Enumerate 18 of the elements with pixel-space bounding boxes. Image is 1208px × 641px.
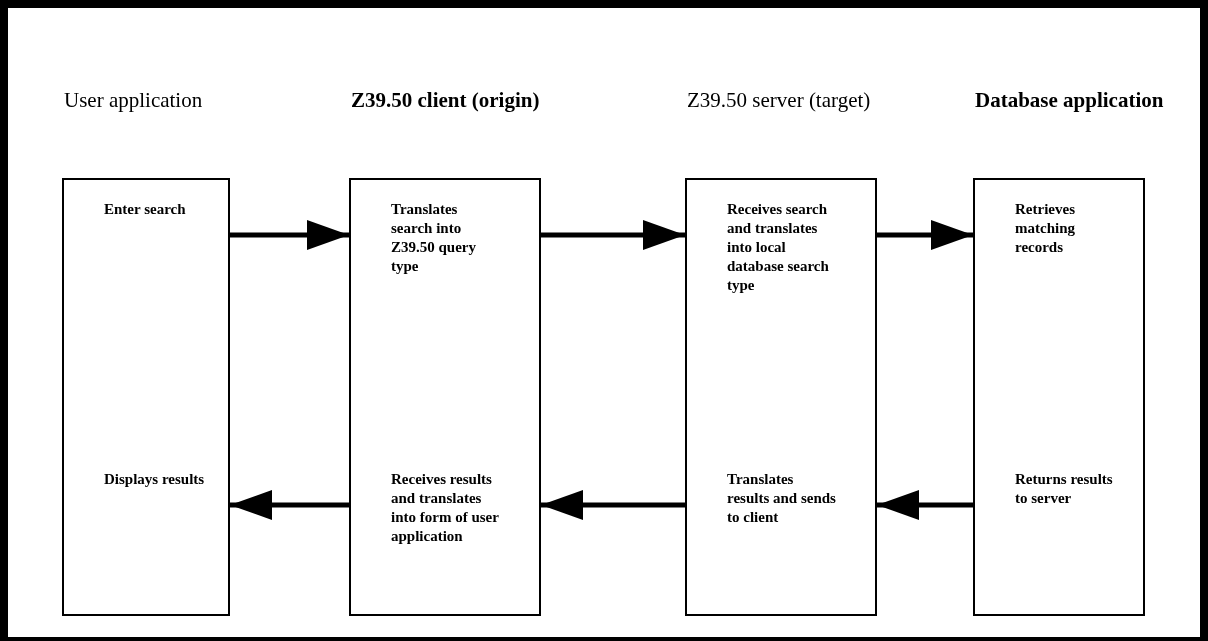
step-text: Retrieves matching records xyxy=(1015,200,1076,257)
step-text: Returns results to server xyxy=(1015,470,1114,508)
arrow xyxy=(230,490,349,520)
step-text: Enter search xyxy=(104,200,187,219)
arrow xyxy=(877,220,973,250)
step-text: Receives search and translates into local database search type xyxy=(727,200,830,295)
step-text: Translates search into Z39.50 query type xyxy=(391,200,477,276)
arrow xyxy=(877,490,973,520)
column-heading: Z39.50 server (target) xyxy=(687,88,872,112)
step-text: Displays results xyxy=(104,470,206,489)
step-text: Translates results and sends to client xyxy=(727,470,837,527)
column-heading: User application xyxy=(64,88,204,112)
column-heading: Database application xyxy=(975,88,1165,112)
arrow xyxy=(541,490,685,520)
column-heading: Z39.50 client (origin) xyxy=(351,88,541,112)
arrow xyxy=(230,220,349,250)
arrow xyxy=(541,220,685,250)
step-text: Receives results and translates into form of user application xyxy=(391,470,500,546)
